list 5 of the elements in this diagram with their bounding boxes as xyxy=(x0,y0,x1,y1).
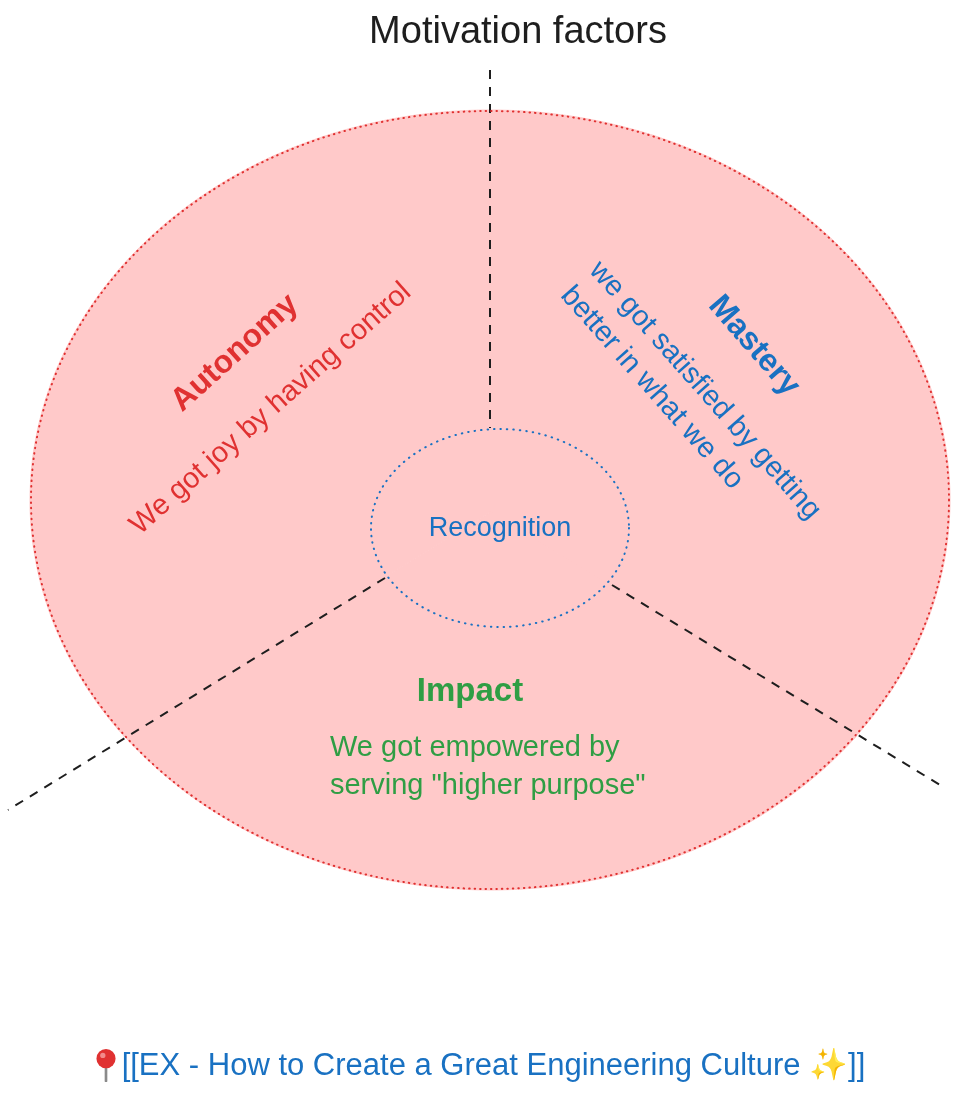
diagram-title: Motivation factors xyxy=(369,8,667,53)
sector-heading: Impact xyxy=(416,669,524,710)
sector-description: We got empowered by serving "higher purpose" xyxy=(330,729,647,802)
note-link: [[EX - How to Create a Great Engineering Culture ✨]] xyxy=(121,1046,866,1084)
circle-label: Recognition xyxy=(428,511,572,545)
